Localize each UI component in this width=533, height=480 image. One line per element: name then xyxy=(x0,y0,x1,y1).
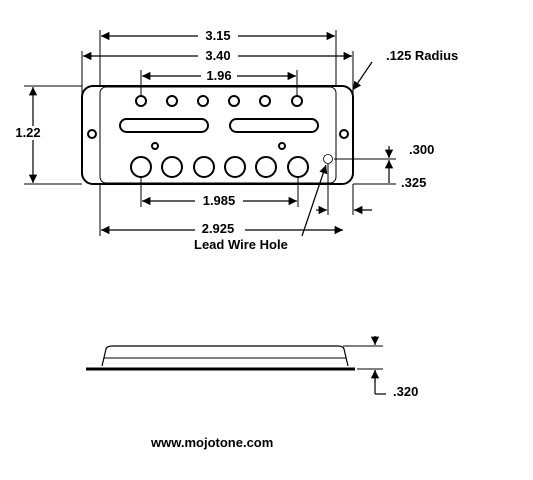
lead-wire-label: Lead Wire Hole xyxy=(194,237,288,252)
lead-wire-hole xyxy=(323,154,333,164)
pole-hole xyxy=(228,95,240,107)
dim-label-mount-span: 2.925 xyxy=(202,221,235,236)
small-hole-right xyxy=(278,142,286,150)
dim-side-height: .320 xyxy=(343,336,418,399)
pole-hole xyxy=(259,95,271,107)
slot-left xyxy=(119,118,209,133)
dim-label-lead-horizontal: .325 xyxy=(401,175,426,190)
dim-label-height: 1.22 xyxy=(15,125,40,140)
dim-label-side-height: .320 xyxy=(393,384,418,399)
dim-corner-radius: .125 Radius xyxy=(352,48,458,91)
pole-hole-large xyxy=(130,156,152,178)
pole-hole-large xyxy=(255,156,277,178)
dim-mount-span: 2.925 xyxy=(99,184,343,236)
pole-hole xyxy=(166,95,178,107)
website-url: www.mojotone.com xyxy=(150,435,273,450)
small-hole-left xyxy=(151,142,159,150)
dim-lead-vertical: .300 xyxy=(334,142,434,185)
dim-bottom-hole-span: 1.985 xyxy=(140,178,299,208)
pole-hole-large xyxy=(224,156,246,178)
pole-hole-large xyxy=(287,156,309,178)
dim-label-corner-radius: .125 Radius xyxy=(386,48,458,63)
mount-hole-left xyxy=(87,129,97,139)
cover-outline xyxy=(99,86,337,184)
pole-hole xyxy=(135,95,147,107)
pole-hole xyxy=(291,95,303,107)
dim-height: 1.22 xyxy=(10,85,82,185)
bottom-pole-holes xyxy=(130,156,309,178)
side-view xyxy=(86,345,355,371)
pole-hole xyxy=(197,95,209,107)
dim-overall-width: 3.40 xyxy=(81,48,354,112)
dim-label-lead-vertical: .300 xyxy=(409,142,434,157)
top-pole-holes xyxy=(135,95,303,107)
dim-lead-horizontal: .325 xyxy=(316,164,426,215)
dim-label-bottom-hole-span: 1.985 xyxy=(203,193,236,208)
baseplate-outline xyxy=(81,85,354,185)
pole-hole-large xyxy=(193,156,215,178)
mount-hole-right xyxy=(339,129,349,139)
slot-right xyxy=(229,118,319,133)
top-view xyxy=(81,85,354,185)
dim-outer-width: 3.15 xyxy=(99,28,337,86)
dim-top-hole-span: 1.96 xyxy=(140,68,298,96)
side-profile xyxy=(101,345,349,367)
dim-label-outer-width: 3.15 xyxy=(205,28,230,43)
dim-label-overall-width: 3.40 xyxy=(205,48,230,63)
pole-hole-large xyxy=(161,156,183,178)
lead-wire-callout: Lead Wire Hole xyxy=(194,164,328,252)
dim-label-top-hole-span: 1.96 xyxy=(206,68,231,83)
